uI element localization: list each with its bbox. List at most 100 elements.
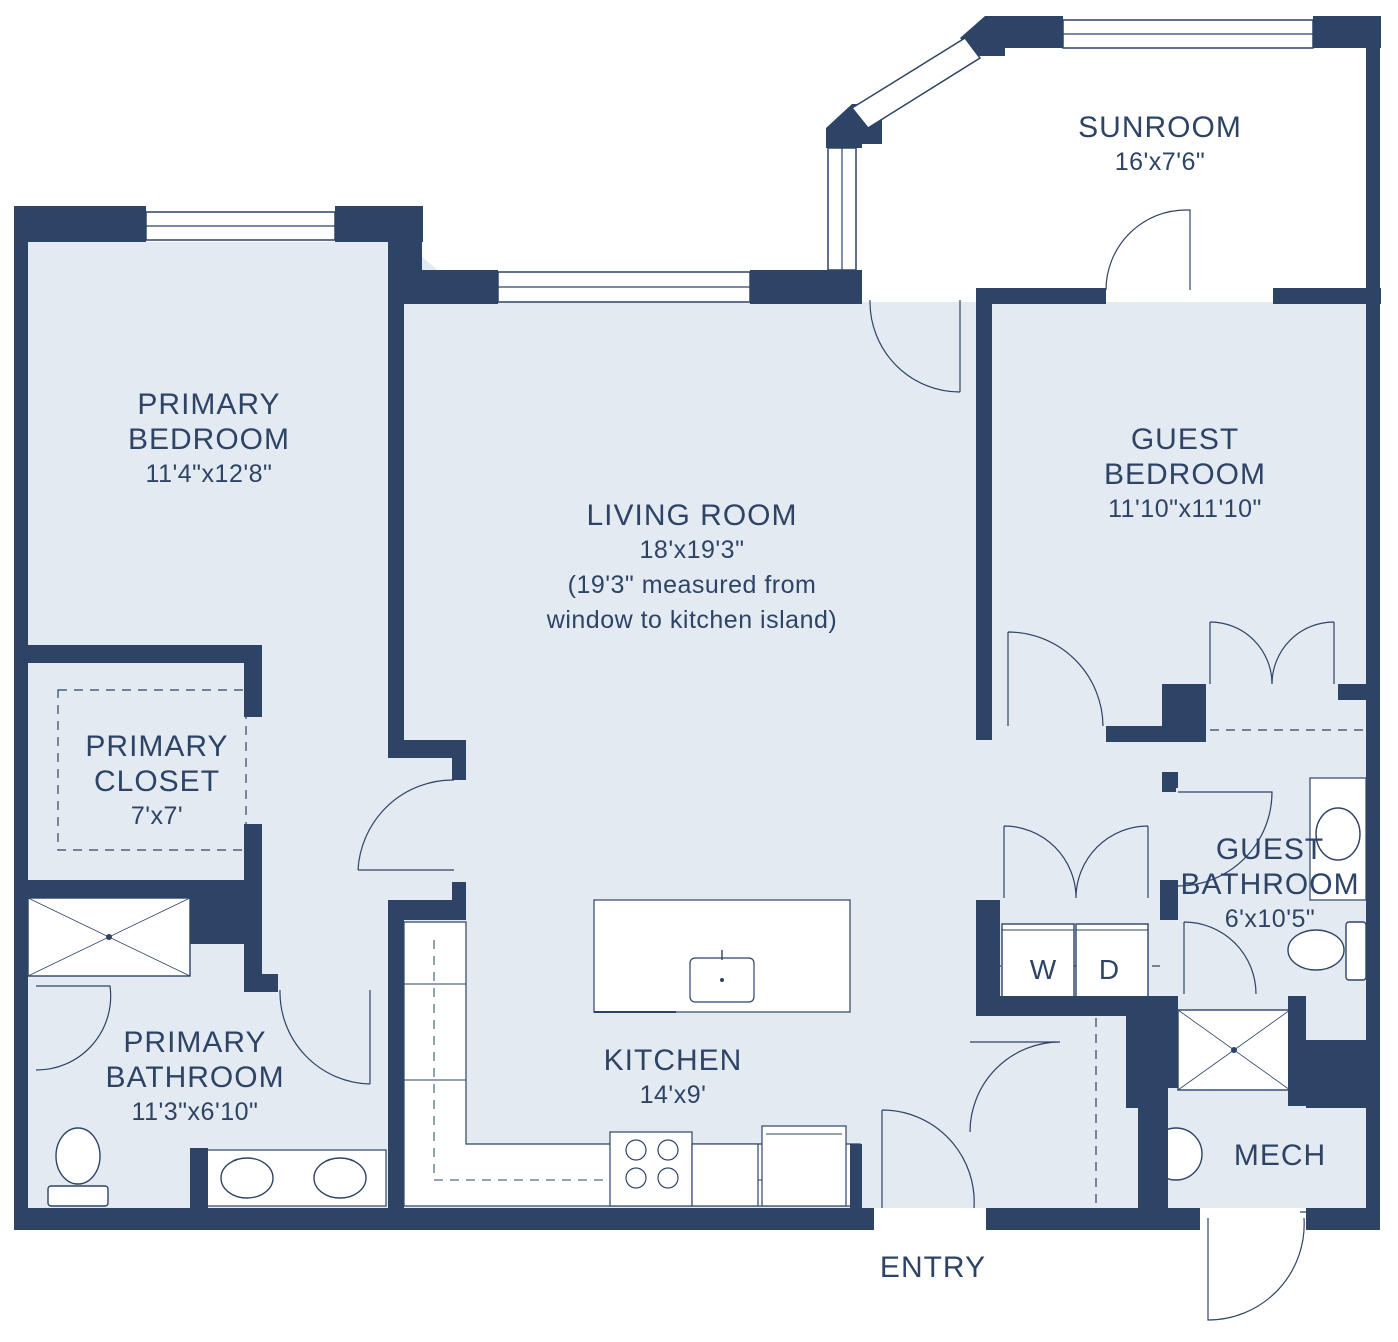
room-dimensions: 7'x7' [130,802,184,830]
wall-segment-25 [1106,726,1164,742]
room-dimensions: 14'x9' [639,1081,707,1109]
wall-segment-43 [244,880,262,988]
room-name: MECH [1233,1139,1327,1172]
door-guest-bedroom [1007,631,1104,727]
room-label-sunroom: SUNROOM 16'x7'6" [1078,110,1242,180]
wall-segment-15 [1306,1208,1380,1230]
wall-segment-29 [1162,772,1178,788]
room-dimensions: 11'3"x6'10" [131,1098,259,1126]
door-primary-bathroom [279,989,371,1085]
room-name: LIVING ROOM [586,499,798,532]
entry-text: ENTRY [879,1251,987,1284]
wall-segment-45 [190,1148,208,1208]
room-name-line-1: PRIMARY [85,730,229,763]
range [609,1131,693,1207]
room-name-line-2: CLOSET [93,765,221,798]
wall-segment-39 [244,645,262,717]
windows [145,19,1314,303]
room-name-line-2: BATHROOM [1180,868,1360,901]
room-dimensions: 18'x19'3" [639,536,745,564]
fixtures [27,689,1367,1210]
wall-segment-36 [1288,996,1306,1106]
wall-segment-26 [1162,684,1206,742]
wall-segment-44 [244,974,278,992]
room-dimensions: 16'x7'6" [1114,148,1206,176]
room-name-line-2: BEDROOM [1103,458,1267,491]
wall-segment-30 [976,900,1000,1010]
entry-label: ENTRY [880,1250,986,1285]
guest-sink [1315,807,1361,861]
primary-sink-left [220,1157,274,1199]
primary-closet-shelf-outline [57,689,247,851]
guest-toilet-bowl [1287,929,1345,971]
floor-area-mech [1140,1108,1366,1208]
room-label-primary-bathroom: PRIMARY BATHROOM 11'3"x6'10" [105,1025,284,1130]
wall-segment-5 [388,270,498,304]
wall-segment-38 [14,645,262,663]
door-primary-bedroom [357,779,455,871]
island-sink-drain [720,978,724,982]
primary-shower-drain [106,934,112,940]
kitchen-end-panel [850,1144,862,1210]
room-label-kitchen: KITCHEN 14'x9' [604,1043,743,1113]
washer-label: W [1029,954,1057,985]
wall-segment-27 [1338,684,1380,700]
wall-segment-6 [750,270,862,304]
door-guest-shower [1183,921,1257,995]
wall-segment-23 [1273,288,1381,304]
room-name-line-1: GUEST [1130,423,1240,456]
dishwasher [691,1143,759,1207]
room-label-primary-closet: PRIMARY CLOSET 7'x7' [85,729,228,834]
wall-segment-37 [1306,1040,1380,1108]
wall-segment-3 [14,206,28,1230]
range-burner-4 [657,1167,679,1189]
wall-segment-9 [452,740,466,780]
room-name: KITCHEN [603,1044,743,1077]
door-entry [881,1109,975,1209]
wall-segment-24 [976,288,992,740]
wall-segment-42 [190,880,252,944]
primary-toilet-tank [47,1185,109,1207]
room-dimensions: 11'4"x12'8" [145,460,273,488]
wall-segment-10 [388,900,404,1220]
room-label-guest-bathroom: GUEST BATHROOM 6'x10'5" [1180,832,1359,937]
room-name-line-1: PRIMARY [137,388,281,421]
range-burner-1 [625,1139,647,1161]
room-name-line-1: GUEST [1215,833,1325,866]
wall-segment-12 [452,882,466,920]
wall-segment-31 [976,996,1126,1016]
refrigerator [761,1125,847,1207]
primary-sink-right [313,1157,367,1199]
door-guest-bathroom [1177,791,1273,887]
room-note-line-2: window to kitchen island) [546,606,838,634]
wall-segment-7 [388,270,404,758]
door-laundry [1003,825,1149,899]
door-mech [1207,1211,1308,1321]
door-guest-closet [1209,621,1335,685]
room-note-line-1: (19'3" measured from [567,571,817,599]
range-burner-3 [625,1167,647,1189]
room-label-mech: MECH [1234,1138,1326,1173]
floor-area-sunroom [840,45,1366,292]
range-burner-2 [657,1139,679,1161]
room-name: SUNROOM [1078,111,1242,144]
room-dimensions: 6'x10'5" [1224,905,1316,933]
doors [35,209,1335,1321]
wall-segment-11 [388,900,466,920]
room-dimensions: 11'10"x11'10" [1108,495,1262,523]
door-living-to-sunroom [869,300,961,393]
room-name-line-2: BATHROOM [105,1061,285,1094]
window-sunroom-angled [850,37,982,129]
wall-segment-32 [1160,880,1178,920]
door-hall-closet [969,1041,1061,1133]
room-label-living-room: LIVING ROOM 18'x19'3" (19'3" measured fr… [547,498,837,638]
wall-segment-33 [1126,996,1178,1088]
room-label-primary-bedroom: PRIMARY BEDROOM 11'4"x12'8" [128,387,290,492]
wall-segment-1 [14,206,146,242]
wall-segment-22 [976,288,1106,304]
wall-segment-35 [1138,1088,1168,1220]
room-name-line-2: BEDROOM [127,423,291,456]
dryer-label: D [1098,954,1120,985]
wall-segment-46 [14,1208,386,1230]
